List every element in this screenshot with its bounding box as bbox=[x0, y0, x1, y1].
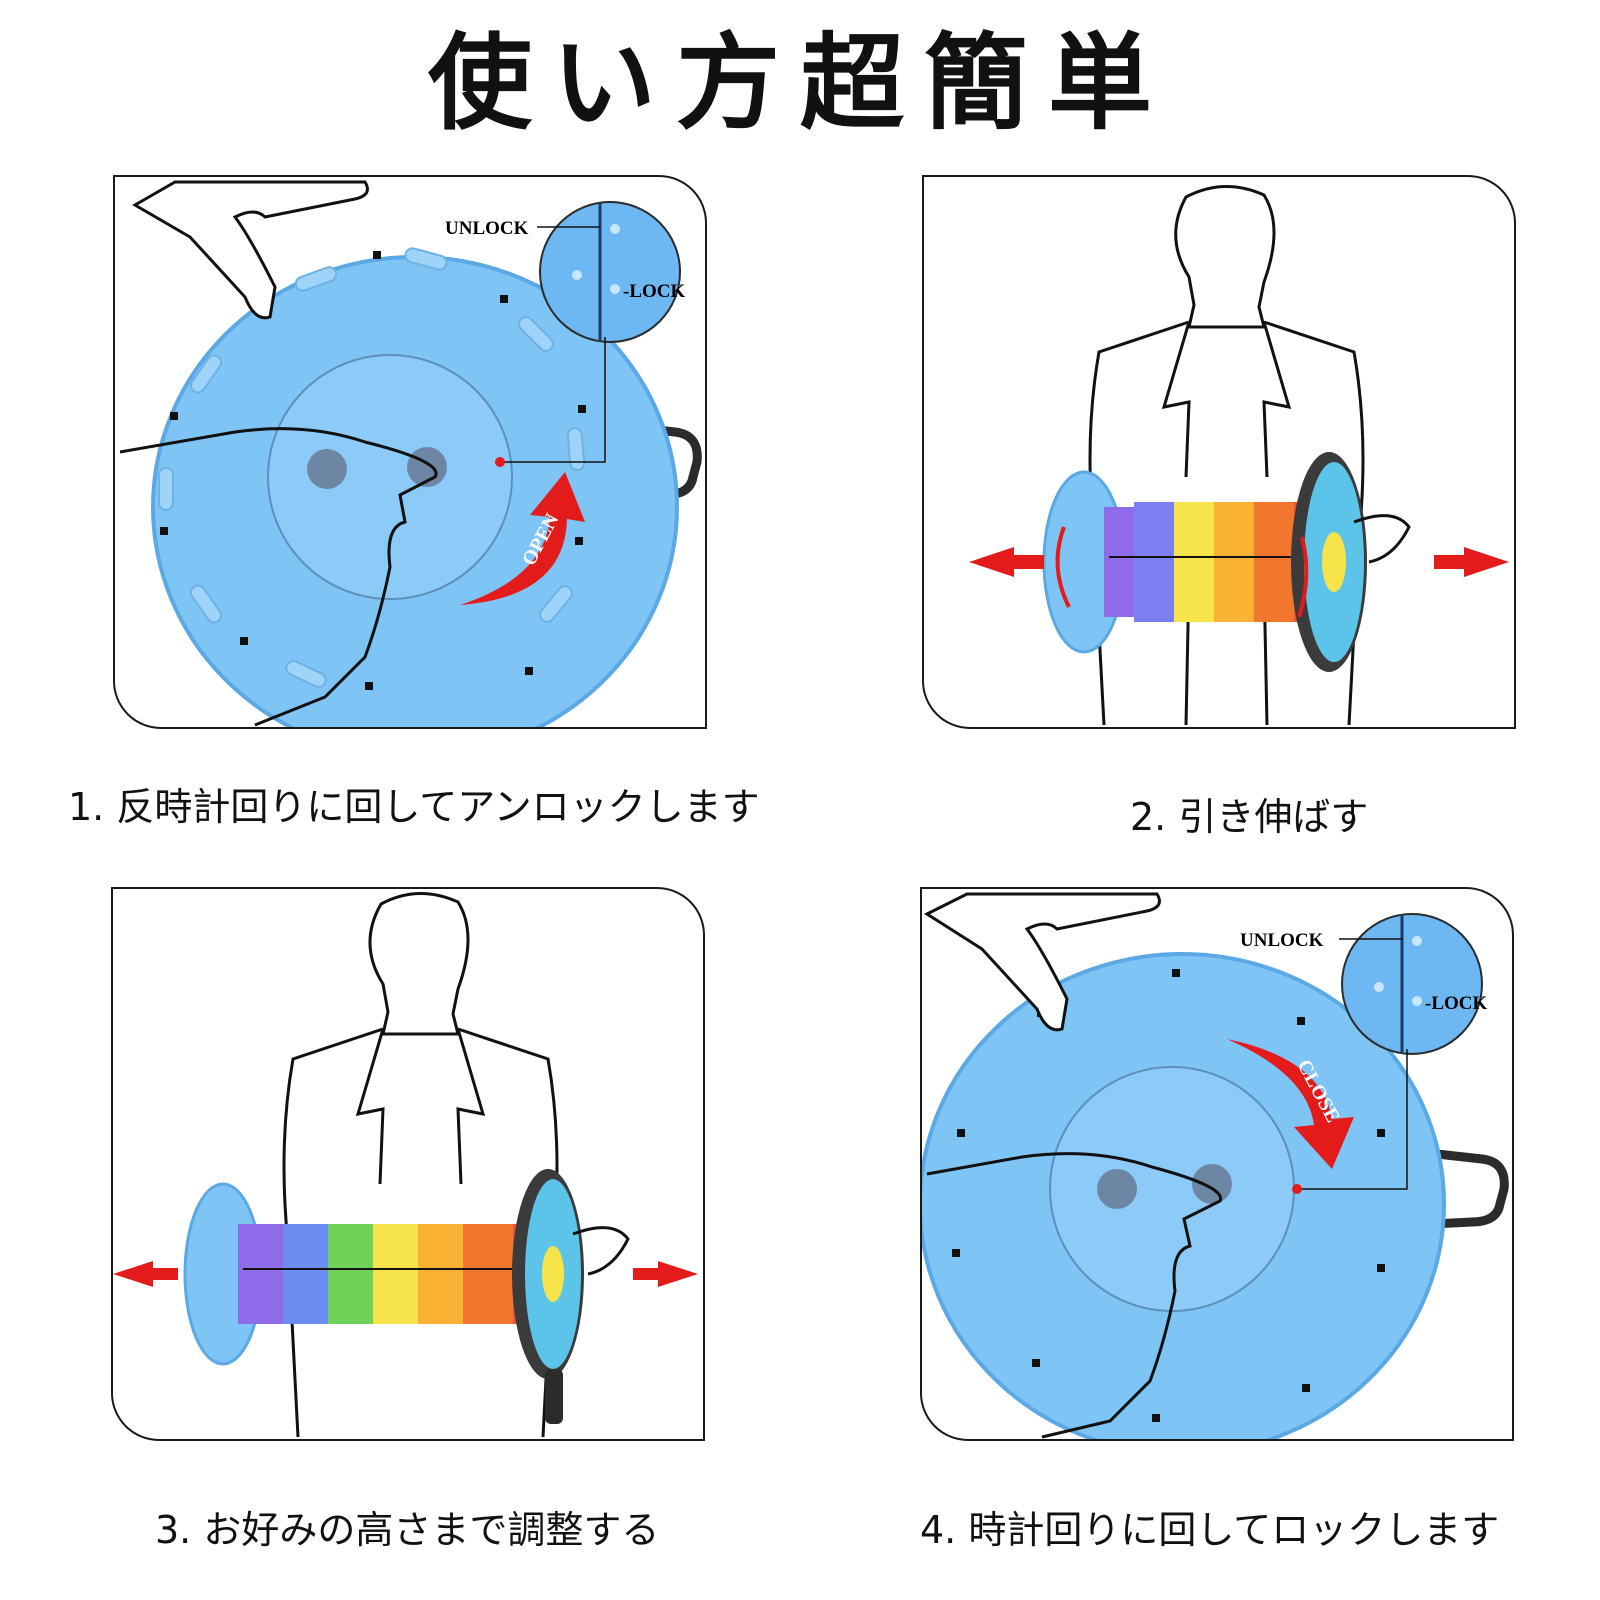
step-3-caption: 3. お好みの高さまで調整する bbox=[155, 1508, 660, 1552]
step-4-illustration: UNLOCK -LOCK CLOSE bbox=[922, 892, 1509, 1439]
lock-label: -LOCK bbox=[623, 281, 686, 302]
stool-center-ring bbox=[1049, 1066, 1295, 1312]
step-4-caption: 4. 時計回りに回してロックします bbox=[920, 1508, 1500, 1552]
unlock-label: UNLOCK bbox=[1240, 930, 1324, 951]
rainbow-tube bbox=[238, 1224, 533, 1324]
hand-outline bbox=[1353, 514, 1411, 564]
left-arrow bbox=[113, 1261, 178, 1287]
lock-inset bbox=[539, 201, 681, 343]
step-1-illustration: UNLOCK -LOCK OPEN bbox=[119, 180, 702, 727]
lock-inset bbox=[1341, 913, 1483, 1055]
handle-strap bbox=[1391, 1144, 1509, 1231]
step-1-caption: 1. 反時計回りに回してアンロックします bbox=[68, 785, 760, 829]
hand-outline bbox=[119, 427, 438, 727]
finger-hole bbox=[1192, 1164, 1232, 1204]
right-arrow bbox=[1434, 547, 1509, 577]
rainbow-tube bbox=[1104, 502, 1314, 622]
hand-outline bbox=[572, 1226, 630, 1276]
hand-outline bbox=[923, 892, 1161, 1032]
step-3-panel bbox=[111, 887, 705, 1441]
step-2-panel bbox=[922, 175, 1516, 729]
step-2-caption: 2. 引き伸ばす bbox=[1130, 795, 1369, 839]
left-arrow bbox=[969, 547, 1044, 577]
step-2-illustration bbox=[969, 185, 1509, 726]
person-head bbox=[368, 892, 470, 1036]
unlock-label: UNLOCK bbox=[445, 218, 529, 239]
finger-hole bbox=[1097, 1169, 1137, 1209]
right-arrow bbox=[633, 1261, 698, 1287]
finger-hole bbox=[307, 449, 347, 489]
handle-strap bbox=[545, 1369, 563, 1424]
stool-center-ring bbox=[267, 354, 513, 600]
step-1-panel: UNLOCK -LOCK OPEN bbox=[113, 175, 707, 729]
hand-outline bbox=[926, 1152, 1223, 1439]
lock-label: -LOCK bbox=[1425, 993, 1488, 1014]
hand-outline bbox=[132, 180, 369, 320]
open-arrow bbox=[460, 472, 585, 605]
step-3-illustration bbox=[113, 892, 698, 1438]
person-head bbox=[1174, 185, 1276, 329]
page-title: 使い方超簡単 bbox=[427, 22, 1172, 144]
close-arrow bbox=[1227, 1039, 1354, 1169]
step-4-panel: UNLOCK -LOCK CLOSE bbox=[920, 887, 1514, 1441]
